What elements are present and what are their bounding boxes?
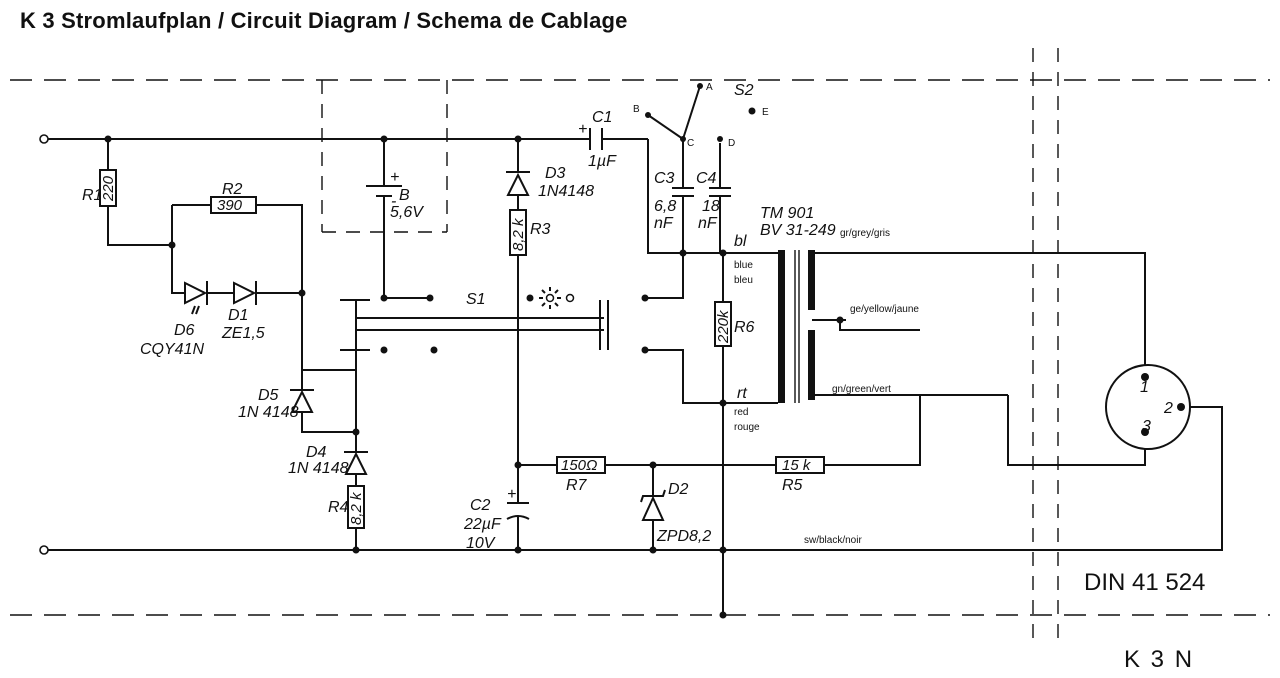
d6-value: CQY41N xyxy=(140,341,204,358)
battery-minus: - xyxy=(391,193,396,210)
r1-value: 220 xyxy=(100,175,117,202)
capacitor-c4: C4 18 nF xyxy=(696,170,731,232)
transformer: TM 901 BV 31-249 xyxy=(760,205,836,403)
r2-value: 390 xyxy=(217,197,243,214)
r5-value: 15 k xyxy=(782,457,812,474)
wire-red: red xyxy=(734,407,748,418)
d5-value: 1N 4148 xyxy=(238,404,299,421)
r1-label: R1 xyxy=(82,187,102,204)
r5-label: R5 xyxy=(782,477,803,494)
battery-value: 5,6V xyxy=(390,204,424,221)
resistor-r6: 220k R6 xyxy=(714,301,755,347)
c4-label: C4 xyxy=(696,170,717,187)
r7-value: 150Ω xyxy=(561,457,597,474)
d2-value: ZPD8,2 xyxy=(656,528,711,545)
enclosure-border xyxy=(10,48,1270,640)
capacitor-c3: C3 6,8 nF xyxy=(654,170,694,232)
sun-icon xyxy=(545,293,555,303)
c3-label: C3 xyxy=(654,170,675,187)
capacitor-c2: + C2 22µF 10V xyxy=(463,486,530,552)
diode-d5: D5 1N 4148 xyxy=(238,387,314,421)
d3-value: 1N4148 xyxy=(538,183,594,200)
r4-label: R4 xyxy=(328,499,349,516)
wire-blue: blue xyxy=(734,260,753,271)
c3-value2: nF xyxy=(654,215,674,232)
d5-label: D5 xyxy=(258,387,279,404)
battery-plus: + xyxy=(390,169,399,186)
norm-label: DIN 41 524 xyxy=(1084,569,1205,596)
page-code: K 3 N xyxy=(1124,646,1195,673)
din-connector: 1 2 3 xyxy=(1105,364,1191,450)
c2-value2: 10V xyxy=(466,535,496,552)
junctions xyxy=(104,135,844,619)
s2-contact-c: C xyxy=(687,138,694,149)
zener-diode-d2: D2 ZPD8,2 xyxy=(640,481,711,545)
c4-value2: nF xyxy=(698,215,718,232)
wire-rt: rt xyxy=(737,385,747,402)
r4-value: 8,2 k xyxy=(348,491,365,525)
wire-black: sw/black/noir xyxy=(804,535,862,546)
c2-plus: + xyxy=(507,486,516,503)
c1-value: 1µF xyxy=(588,153,617,170)
d4-label: D4 xyxy=(306,444,327,461)
pin-2: 2 xyxy=(1163,400,1173,417)
s2-contact-d: D xyxy=(728,138,735,149)
transformer-type: BV 31-249 xyxy=(760,222,836,239)
pin-1: 1 xyxy=(1140,379,1149,396)
d4-value: 1N 4148 xyxy=(288,460,349,477)
c1-label: C1 xyxy=(592,109,612,126)
diode-d1: D1 ZE1,5 xyxy=(221,281,265,342)
switch-s1: S1 xyxy=(340,287,649,354)
resistor-r2: 390 R2 xyxy=(210,181,257,214)
diode-d6: D6 CQY41N xyxy=(140,281,208,358)
resistor-r5: 15 k R5 xyxy=(775,456,825,494)
resistor-r1: 220 R1 xyxy=(82,169,117,207)
r7-label: R7 xyxy=(566,477,588,494)
s2-label: S2 xyxy=(734,82,754,99)
transformer-name: TM 901 xyxy=(760,205,814,222)
s2-contact-b: B xyxy=(633,104,640,115)
d2-label: D2 xyxy=(668,481,689,498)
resistor-r3: 8,2 k R3 xyxy=(509,209,551,256)
pin-3: 3 xyxy=(1142,418,1151,435)
page-title: K 3 Stromlaufplan / Circuit Diagram / Sc… xyxy=(20,8,628,33)
d3-label: D3 xyxy=(545,165,566,182)
wire-labels: bl blue bleu rt red rouge gr/grey/gris g… xyxy=(734,228,919,546)
battery-b: + - B 5,6V xyxy=(366,169,424,221)
resistor-r4: 8,2 k R4 xyxy=(328,485,365,529)
wire-green: gn/green/vert xyxy=(832,384,891,395)
r3-value: 8,2 k xyxy=(510,217,527,251)
battery-label: B xyxy=(399,187,410,204)
terminal-top xyxy=(39,134,49,144)
r3-label: R3 xyxy=(530,221,551,238)
d1-label: D1 xyxy=(228,307,248,324)
wire-yellow: ge/yellow/jaune xyxy=(850,304,919,315)
diode-d3: D3 1N4148 xyxy=(506,165,594,200)
c2-label: C2 xyxy=(470,497,491,514)
c1-plus: + xyxy=(578,121,587,138)
switch-s2: A B C D E S2 xyxy=(633,82,769,149)
r2-label: R2 xyxy=(222,181,243,198)
d1-value: ZE1,5 xyxy=(221,325,265,342)
d6-label: D6 xyxy=(174,322,195,339)
r6-label: R6 xyxy=(734,319,755,336)
wire-bl: bl xyxy=(734,233,747,250)
s2-contact-a: A xyxy=(706,82,713,93)
s1-label: S1 xyxy=(466,291,486,308)
wire-grey: gr/grey/gris xyxy=(840,228,890,239)
wire-bleu: bleu xyxy=(734,275,753,286)
c4-value1: 18 xyxy=(702,198,720,215)
c3-value1: 6,8 xyxy=(654,198,676,215)
wire-rouge: rouge xyxy=(734,422,760,433)
s2-contact-e: E xyxy=(762,107,769,118)
c2-value1: 22µF xyxy=(463,516,502,533)
capacitor-c1: C1 1µF + xyxy=(578,109,617,170)
diode-d4: D4 1N 4148 xyxy=(288,444,368,477)
resistor-r7: 150Ω R7 xyxy=(556,456,606,494)
r6-value: 220k xyxy=(715,309,732,344)
terminal-bottom xyxy=(39,545,49,555)
